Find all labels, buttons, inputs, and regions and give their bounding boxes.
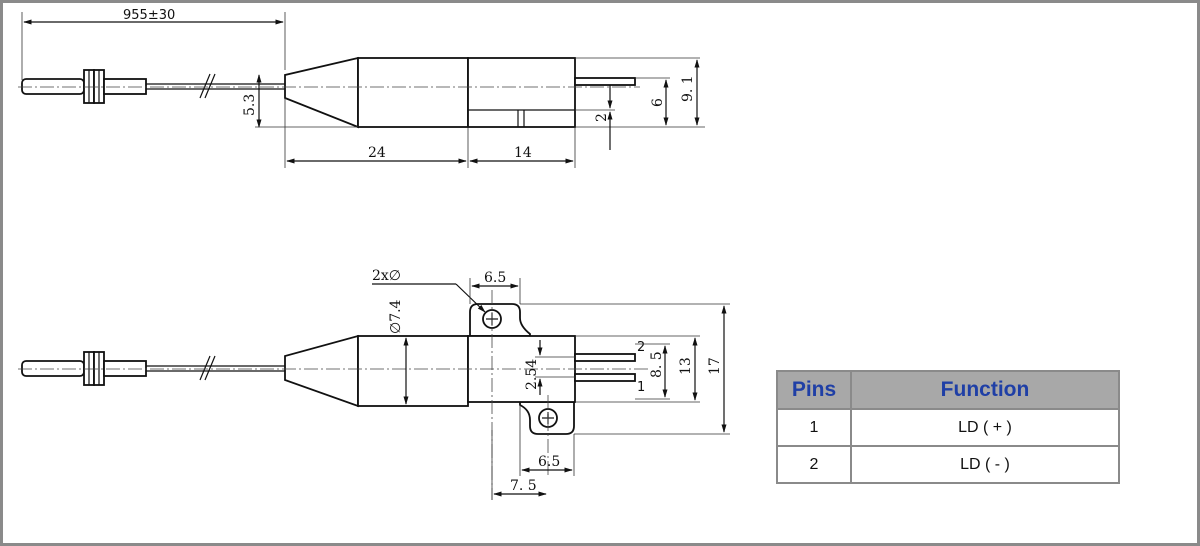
table-row: 1 LD ( + ) — [776, 408, 1120, 447]
pin-number: 1 — [776, 408, 852, 447]
pin-number: 2 — [776, 445, 852, 484]
dim-6: 6 — [650, 98, 666, 107]
dim-24: 24 — [368, 145, 386, 161]
dim-6-5-bottom: 6.5 — [538, 454, 560, 470]
header-function: Function — [850, 370, 1120, 410]
pin-label-2: 2 — [637, 340, 645, 355]
dim-2: 2 — [594, 113, 610, 122]
dim-9-1: 9. 1 — [680, 75, 696, 102]
dim-8-5: 8. 5 — [649, 351, 665, 378]
dim-2-54: 2.54 — [524, 359, 540, 390]
dim-diameter: ∅7.4 — [388, 299, 404, 334]
dim-5-3: 5.3 — [242, 94, 258, 116]
dim-14: 14 — [514, 145, 532, 161]
dim-13: 13 — [678, 357, 694, 375]
dim-7-5: 7. 5 — [510, 478, 537, 494]
hole-note: 2x∅ — [372, 268, 401, 284]
header-pins: Pins — [776, 370, 852, 410]
top-view: 955±30 5.3 24 14 — [18, 8, 705, 168]
pin-function-table: Pins Function 1 LD ( + ) 2 LD ( - ) — [776, 370, 1120, 484]
dim-fiber-length: 955±30 — [123, 8, 175, 23]
dim-17: 17 — [707, 357, 723, 375]
pin-function: LD ( - ) — [850, 445, 1120, 484]
table-row: 2 LD ( - ) — [776, 445, 1120, 484]
table-header-row: Pins Function — [776, 370, 1120, 410]
side-view: 2 1 2x∅ 6.5 ∅7.4 2.54 8. 5 13 17 — [18, 268, 730, 500]
dim-6-5-top: 6.5 — [484, 270, 506, 286]
pin-label-1: 1 — [637, 380, 645, 395]
pin-function: LD ( + ) — [850, 408, 1120, 447]
